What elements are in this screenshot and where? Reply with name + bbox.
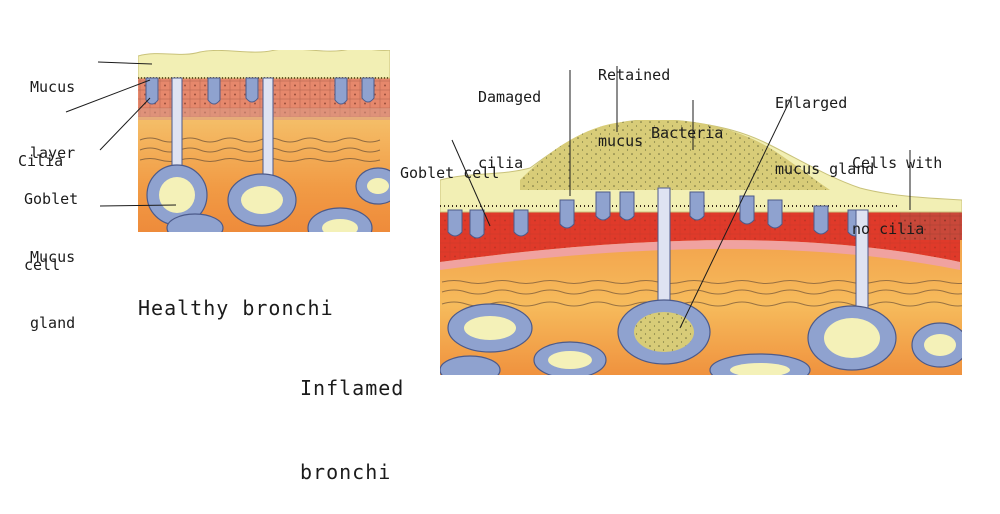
title-healthy-bronchi: Healthy bronchi — [138, 296, 334, 320]
inflamed-goblet-cells — [447, 191, 863, 239]
label-goblet-cell-right: Goblet cell — [400, 164, 500, 182]
title-inflamed-bronchi: Inflamed bronchi — [300, 376, 405, 484]
label-damaged-cilia: Damaged cilia — [478, 88, 542, 172]
leader-goblet-left — [99, 97, 151, 151]
healthy-mucus-layer — [138, 50, 390, 79]
leader-mucus-layer — [97, 61, 153, 65]
label-mucus-layer: Mucus layer — [30, 78, 76, 162]
healthy-mucus-glands — [146, 77, 390, 232]
healthy-bronchi-section — [138, 50, 390, 232]
label-enlarged-mucus-gland: Enlarged mucus gland — [775, 94, 875, 178]
leader-lines — [65, 61, 911, 329]
leader-mucus-gland — [99, 204, 177, 207]
bronchi-diagram — [65, 50, 962, 375]
label-cells-with-no-cilia: Cells with no cilia — [852, 154, 943, 238]
inflamed-bronchi-section — [440, 120, 962, 375]
bacteria-dots — [520, 120, 830, 190]
label-goblet-cell-left: Goblet cell — [24, 190, 79, 274]
leader-cilia — [65, 79, 151, 113]
label-mucus-gland: Mucus gland — [30, 248, 76, 332]
label-bacteria: Bacteria — [651, 124, 724, 142]
inflamed-mucus-glands — [440, 187, 962, 375]
label-cilia: Cilia — [18, 152, 64, 170]
label-retained-mucus: Retained mucus — [598, 66, 671, 150]
leader-goblet-right — [451, 139, 491, 227]
inflamed-fibers — [441, 280, 962, 307]
healthy-goblet-cells — [145, 77, 375, 105]
leader-enlarged-gland — [679, 95, 793, 329]
